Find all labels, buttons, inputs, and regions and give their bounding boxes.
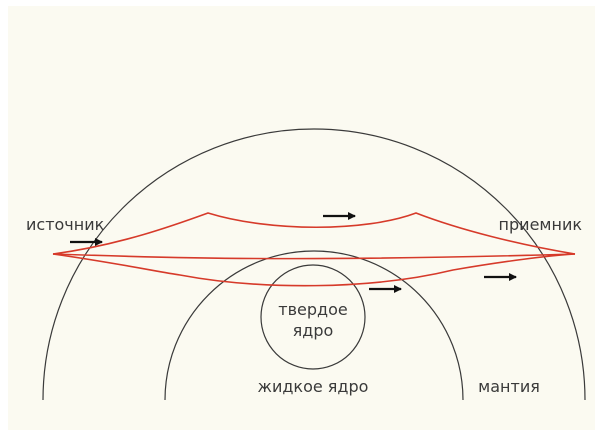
label-source: источник — [26, 215, 105, 234]
label-mantle: мантия — [478, 377, 540, 396]
seismic-ray-top — [52, 212, 576, 255]
diagram-background — [8, 6, 595, 430]
outer-core-boundary — [164, 250, 464, 401]
label-inner-core-line2: ядро — [293, 321, 334, 340]
label-receiver: приемник — [499, 215, 583, 234]
seismic-ray-bottom — [52, 253, 576, 287]
label-inner-core-line1: твердое — [278, 300, 347, 319]
label-outer-core: жидкое ядро — [258, 377, 369, 396]
seismic-ray-middle — [52, 253, 576, 260]
inner-core-circle — [260, 264, 366, 370]
mantle-boundary — [42, 128, 586, 401]
